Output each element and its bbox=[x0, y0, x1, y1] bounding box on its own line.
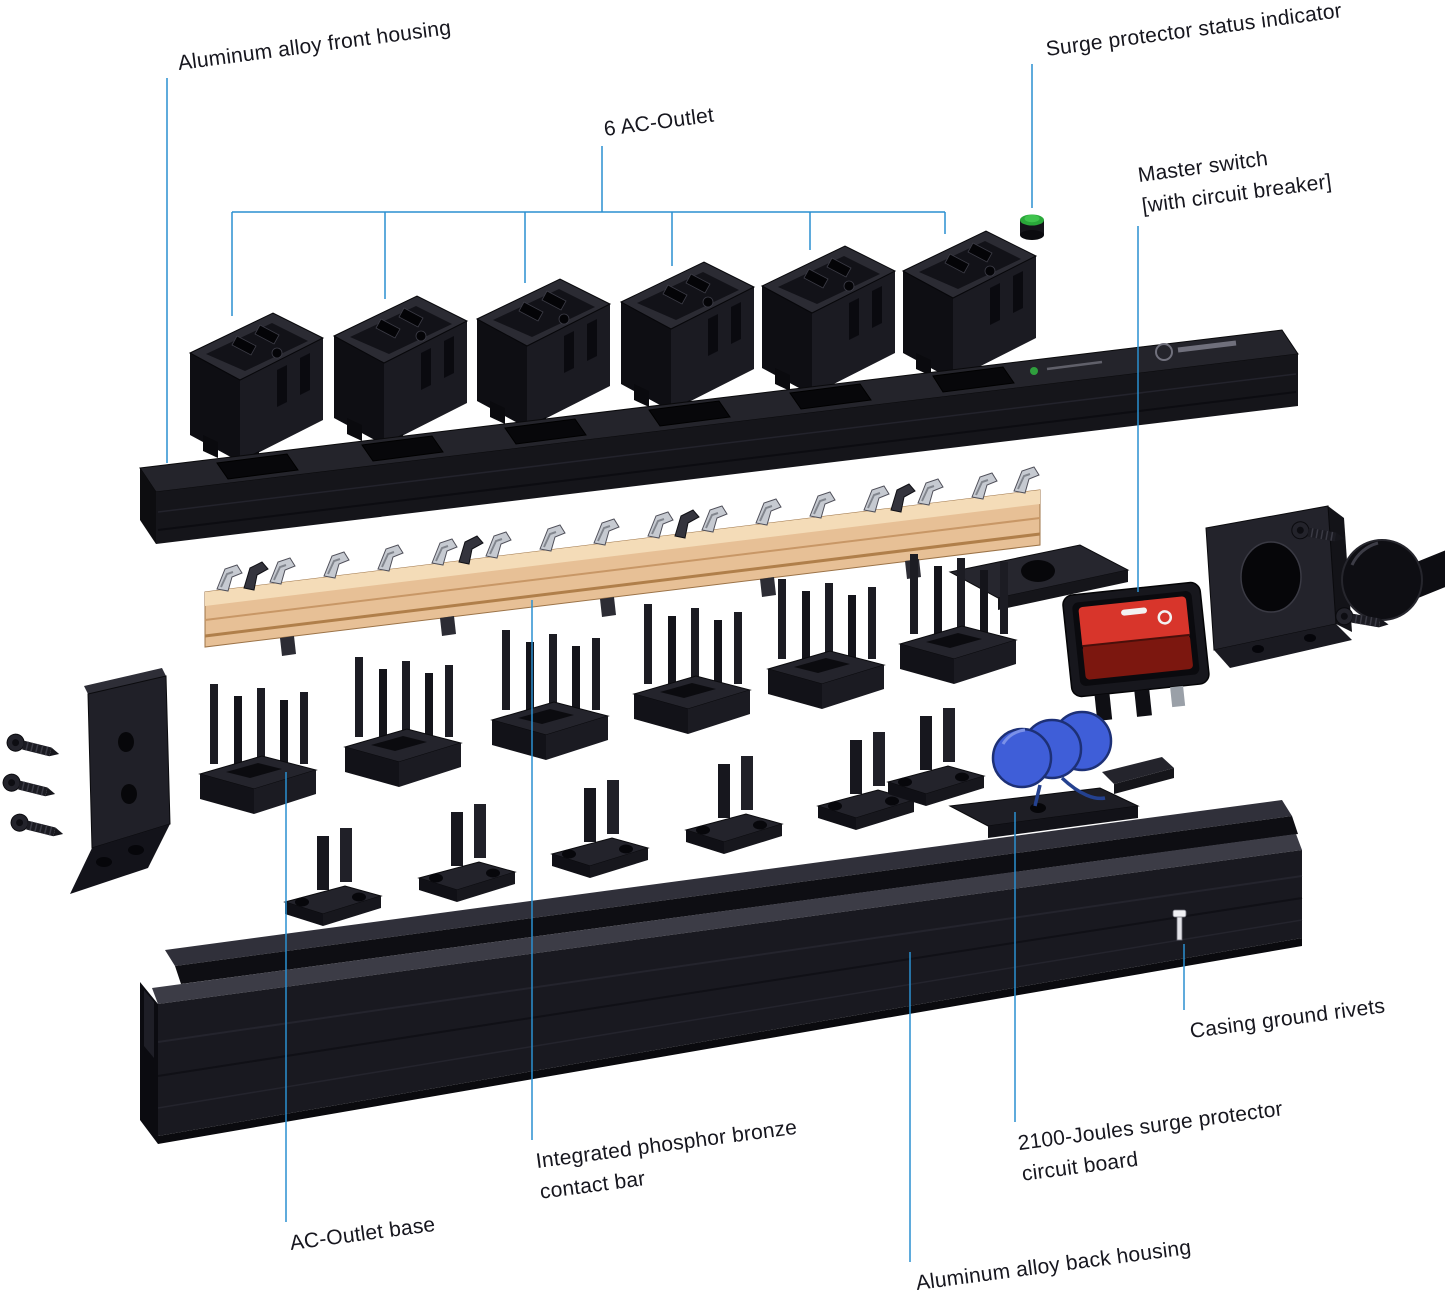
mounting-screw bbox=[4, 731, 63, 763]
leader-lines bbox=[166, 64, 1185, 1262]
contact-clip bbox=[863, 485, 890, 513]
contact-clip bbox=[216, 564, 243, 592]
ground-rivet bbox=[1172, 909, 1187, 941]
cord-grommet bbox=[1341, 539, 1445, 621]
contact-clip bbox=[755, 498, 782, 526]
contact-base-bracket-3 bbox=[551, 779, 649, 879]
mounting-screw bbox=[0, 771, 59, 803]
contact-clip bbox=[593, 518, 620, 546]
end-bracket-right bbox=[1205, 505, 1352, 668]
outlet-base-3 bbox=[491, 629, 609, 761]
surge-board-assembly bbox=[948, 710, 1174, 838]
switch-rocker bbox=[1078, 596, 1190, 649]
status-led-dot bbox=[1030, 367, 1038, 375]
contact-base-bracket-6 bbox=[887, 707, 985, 807]
contact-base-bracket-2 bbox=[418, 803, 516, 903]
outlet-cutout bbox=[932, 366, 1015, 393]
outlet-cutout bbox=[216, 453, 299, 480]
front-housing-bar bbox=[139, 329, 1299, 544]
outlet-base-4 bbox=[633, 603, 751, 735]
outlet-cutout bbox=[789, 383, 872, 410]
contact-clip bbox=[323, 551, 350, 579]
mounting-bracket-left bbox=[70, 668, 171, 894]
contact-clip bbox=[269, 557, 296, 585]
outlet-cutout bbox=[648, 400, 731, 427]
outlet-base-1 bbox=[199, 683, 317, 815]
contact-clip bbox=[701, 505, 728, 533]
contact-clip bbox=[971, 472, 998, 500]
outlet-base-2 bbox=[344, 656, 462, 788]
contact-clip bbox=[539, 524, 566, 552]
outlet-base-5 bbox=[767, 578, 885, 710]
brand-logo-mark bbox=[1155, 343, 1173, 361]
contact-base-bracket-1 bbox=[284, 827, 382, 927]
contact-clip bbox=[917, 478, 944, 506]
contact-bar-assembly bbox=[204, 466, 1041, 656]
back-housing-bar bbox=[140, 800, 1303, 1144]
contact-clip bbox=[1013, 466, 1040, 494]
outlet-cutout bbox=[361, 435, 444, 462]
switch-mount-plate bbox=[948, 544, 1130, 610]
contact-base-bracket-4 bbox=[685, 755, 783, 855]
contact-clip bbox=[485, 531, 512, 559]
master-switch-part bbox=[1062, 581, 1210, 721]
contact-clip bbox=[647, 511, 674, 539]
contact-clip bbox=[809, 491, 836, 519]
mov-disc-1 bbox=[991, 727, 1053, 789]
contact-clip bbox=[377, 544, 404, 572]
mounting-screw bbox=[8, 811, 67, 843]
contact-clip bbox=[431, 538, 458, 566]
status-indicator-part bbox=[1020, 214, 1044, 240]
outlet-cutout bbox=[504, 418, 587, 445]
